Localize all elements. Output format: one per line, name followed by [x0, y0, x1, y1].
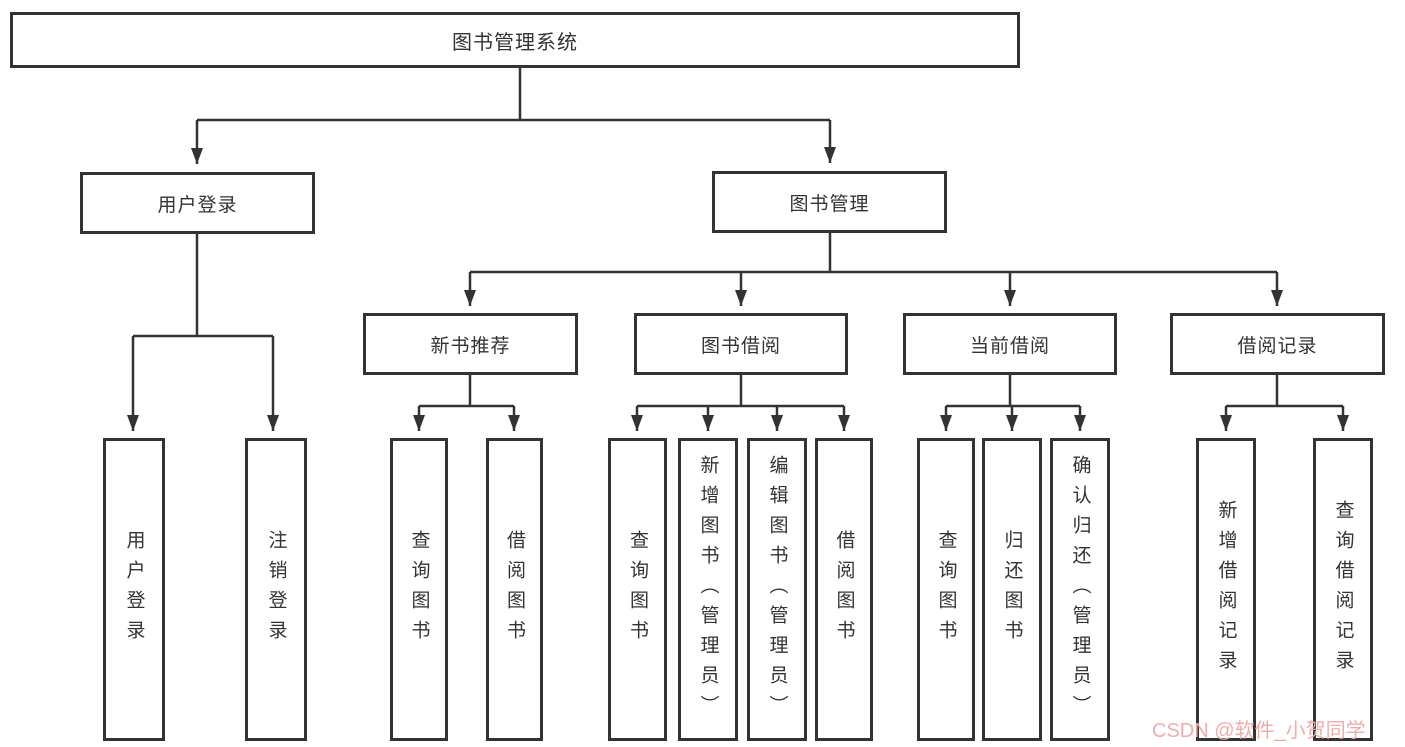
leaf-borrow-books-borrowing: 借阅图书 [815, 438, 873, 741]
node-current-borrowing: 当前借阅 [903, 313, 1117, 375]
leaf-query-books-borrowing-label: 查询图书 [627, 529, 648, 650]
leaf-add-borrow-record-label: 新增借阅记录 [1215, 499, 1237, 680]
leaf-return-books: 归还图书 [982, 438, 1042, 741]
leaf-query-borrow-record-label: 查询借阅记录 [1332, 499, 1354, 680]
leaf-borrow-books-recommend-label: 借阅图书 [504, 529, 525, 650]
leaf-query-books-current-label: 查询图书 [935, 529, 957, 650]
leaf-add-book-admin-label: 新增图书（管理员） [697, 454, 719, 725]
node-book-borrowing: 图书借阅 [634, 313, 848, 375]
node-book-management-branch: 图书管理 [712, 171, 947, 233]
leaf-query-books-recommend: 查询图书 [390, 438, 448, 741]
node-library-system-root: 图书管理系统 [10, 12, 1020, 68]
leaf-confirm-return-admin-label: 确认归还（管理员） [1069, 454, 1091, 725]
csdn-watermark: CSDN @软件_小贺同学 [1152, 720, 1366, 742]
leaf-user-login: 用户登录 [103, 438, 165, 741]
leaf-edit-book-admin: 编辑图书（管理员） [747, 438, 807, 741]
leaf-user-login-label: 用户登录 [123, 529, 145, 650]
leaf-return-books-label: 归还图书 [1001, 529, 1023, 650]
leaf-query-books-recommend-label: 查询图书 [408, 529, 430, 650]
leaf-confirm-return-admin: 确认归还（管理员） [1050, 438, 1110, 741]
leaf-edit-book-admin-label: 编辑图书（管理员） [766, 454, 788, 725]
leaf-borrow-books-recommend: 借阅图书 [486, 438, 543, 741]
node-user-login-branch: 用户登录 [80, 172, 315, 234]
node-borrowing-records: 借阅记录 [1170, 313, 1385, 375]
leaf-add-borrow-record: 新增借阅记录 [1196, 438, 1256, 741]
leaf-add-book-admin: 新增图书（管理员） [678, 438, 738, 741]
leaf-borrow-books-borrowing-label: 借阅图书 [833, 529, 855, 650]
leaf-logout: 注销登录 [245, 438, 307, 741]
leaf-query-books-current: 查询图书 [917, 438, 975, 741]
leaf-logout-label: 注销登录 [265, 529, 287, 650]
leaf-query-borrow-record: 查询借阅记录 [1313, 438, 1373, 741]
node-new-book-recommendation: 新书推荐 [363, 313, 578, 375]
leaf-query-books-borrowing: 查询图书 [608, 438, 667, 741]
